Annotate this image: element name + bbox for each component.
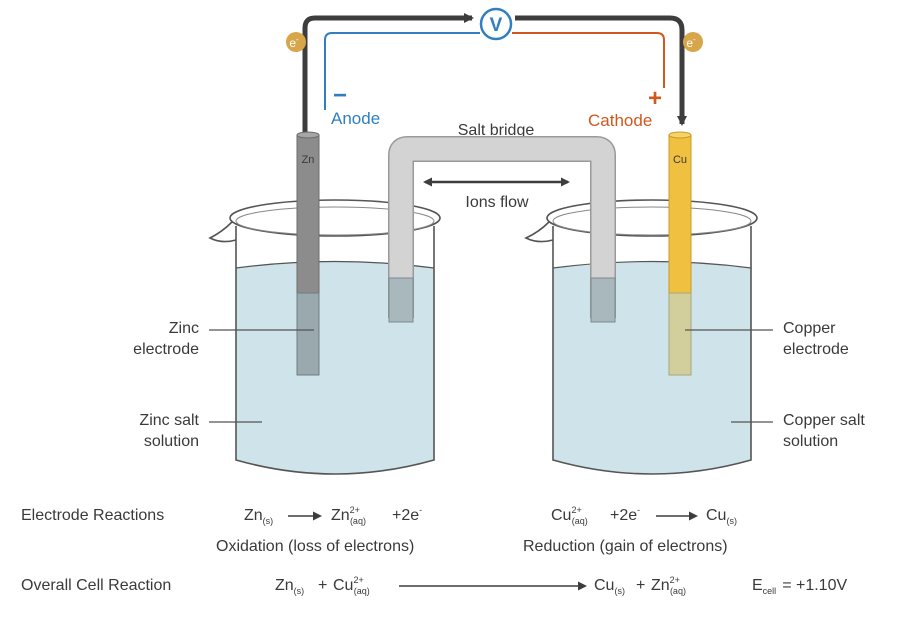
- right-beaker: [524, 199, 758, 475]
- right-beaker-spout: [524, 221, 554, 243]
- copper-electrode: Cu: [668, 131, 692, 376]
- svg-text:+: +: [318, 577, 327, 594]
- zinc-symbol: Zn: [302, 154, 315, 166]
- electrode-reactions-heading: Electrode Reactions: [21, 507, 164, 524]
- voltmeter: [479, 7, 513, 41]
- svg-text:Cu2+(aq): Cu2+(aq): [333, 575, 370, 596]
- svg-text:Zn(s): Zn(s): [244, 507, 273, 526]
- oxidation-equation: Zn(s) Zn2+(aq) +2e-: [244, 505, 422, 526]
- copper-electrode-label-2: electrode: [783, 341, 849, 358]
- salt-bridge-label: Salt bridge: [458, 122, 535, 139]
- svg-text:Cu(s): Cu(s): [706, 507, 737, 526]
- zinc-electrode-label-1: Zinc: [169, 320, 199, 337]
- copper-solution-label-2: solution: [783, 433, 838, 450]
- salt-bridge: [388, 136, 616, 323]
- zinc-electrode: Zn: [296, 131, 320, 376]
- anode-sign: −: [333, 82, 347, 109]
- electron-badge-right: e-: [683, 32, 703, 52]
- copper-symbol: Cu: [673, 154, 687, 166]
- wire-orange-cathode: [512, 32, 665, 88]
- reduction-equation: Cu2+(aq) +2e- Cu(s): [551, 505, 737, 526]
- left-beaker: [208, 199, 441, 475]
- wire-blue-anode: [324, 32, 480, 110]
- copper-electrode-label-1: Copper: [783, 320, 836, 337]
- right-beaker-rim: [546, 199, 758, 237]
- cathode-sign: +: [648, 85, 662, 112]
- svg-text:Cu2+(aq): Cu2+(aq): [551, 505, 588, 526]
- voltmeter-symbol: V: [490, 15, 503, 36]
- overall-equation: Zn(s) + Cu2+(aq) Cu(s) + Zn2+(aq): [275, 575, 686, 596]
- electron-badge-left: e-: [286, 32, 306, 52]
- svg-text:Zn(s): Zn(s): [275, 577, 304, 596]
- wire-right-segment: [515, 15, 685, 115]
- zinc-solution-label-1: Zinc salt: [139, 412, 199, 429]
- external-circuit: V e- e-: [286, 7, 703, 135]
- wire-left-vertical: [302, 15, 458, 135]
- oxidation-caption: Oxidation (loss of electrons): [216, 538, 414, 555]
- cathode-label: Cathode: [588, 111, 652, 130]
- overall-reaction-heading: Overall Cell Reaction: [21, 577, 171, 594]
- svg-text:e-: e-: [686, 35, 696, 50]
- svg-text:+2e-: +2e-: [610, 505, 640, 524]
- reduction-caption: Reduction (gain of electrons): [523, 538, 728, 555]
- svg-text:+2e-: +2e-: [392, 505, 422, 524]
- svg-text:+: +: [636, 577, 645, 594]
- zinc-electrode-label-2: electrode: [133, 341, 199, 358]
- copper-solution-label-1: Copper salt: [783, 412, 865, 429]
- cell-potential: Ecell= +1.10V: [752, 577, 847, 596]
- svg-text:e-: e-: [289, 35, 299, 50]
- right-beaker-body: [552, 226, 752, 475]
- anode-label: Anode: [331, 109, 380, 128]
- left-beaker-body: [235, 226, 435, 475]
- left-solution: [236, 261, 434, 474]
- right-solution: [553, 261, 751, 474]
- left-beaker-rim: [229, 199, 441, 237]
- svg-text:Cu(s): Cu(s): [594, 577, 625, 596]
- svg-text:Zn2+(aq): Zn2+(aq): [331, 505, 366, 526]
- ions-flow-label: Ions flow: [465, 194, 529, 211]
- left-beaker-spout: [208, 221, 237, 243]
- svg-text:Zn2+(aq): Zn2+(aq): [651, 575, 686, 596]
- zinc-solution-label-2: solution: [144, 433, 199, 450]
